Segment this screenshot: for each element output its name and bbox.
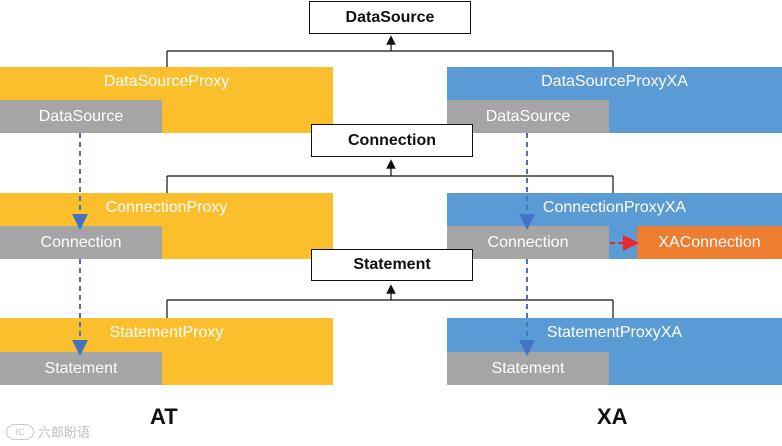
at-datasource-proxy: DataSourceProxy DataSource xyxy=(0,67,333,133)
statement-inheritance-lines xyxy=(166,284,614,318)
at-datasource-proxy-title: DataSourceProxy xyxy=(103,73,230,90)
at-label: AT xyxy=(150,404,178,429)
xa-datasource-inner-label: DataSource xyxy=(485,107,571,125)
at-datasource-inner: DataSource xyxy=(0,100,162,133)
xa-statement-inner: Statement xyxy=(447,352,609,385)
at-connection-proxy: ConnectionProxy Connection xyxy=(0,193,333,259)
statement-interface-box: Statement xyxy=(311,249,473,281)
xa-connection-inner-label: Connection xyxy=(487,233,569,251)
xa-connection-proxy-title: ConnectionProxyXA xyxy=(542,199,687,216)
xa-connection-inner: Connection xyxy=(447,226,609,259)
statement-interface-label: Statement xyxy=(353,256,431,273)
xa-statement-proxy-title: StatementProxyXA xyxy=(546,324,683,341)
xa-statement-inner-label: Statement xyxy=(491,359,565,377)
at-connection-proxy-title: ConnectionProxy xyxy=(105,199,228,216)
xa-datasource-inner: DataSource xyxy=(447,100,609,133)
datasource-inheritance-lines xyxy=(166,35,614,67)
watermark-text: 六郎盼语 xyxy=(38,425,91,440)
xa-statement-proxy: StatementProxyXA Statement xyxy=(447,318,782,385)
at-statement-inner: Statement xyxy=(0,352,162,385)
xa-connection-proxy: ConnectionProxyXA Connection XAConnectio… xyxy=(447,193,782,259)
at-statement-proxy: StatementProxy Statement xyxy=(0,318,333,385)
xa-connection-box: XAConnection xyxy=(637,226,782,259)
datasource-interface-box: DataSource xyxy=(309,1,471,34)
datasource-interface-label: DataSource xyxy=(345,8,435,26)
at-connection-inner: Connection xyxy=(0,226,162,259)
xa-connection-box-label: XAConnection xyxy=(658,233,761,251)
at-connection-inner-label: Connection xyxy=(40,233,122,251)
xa-datasource-proxy-title: DataSourceProxyXA xyxy=(541,73,688,90)
watermark-logo-icon: IC xyxy=(6,423,34,440)
connection-interface-box: Connection xyxy=(311,124,473,157)
at-statement-proxy-title: StatementProxy xyxy=(109,324,224,341)
watermark: IC 六郎盼语 xyxy=(6,422,90,441)
at-statement-inner-label: Statement xyxy=(44,359,118,377)
connection-inheritance-lines xyxy=(166,159,614,193)
xa-label: XA xyxy=(597,404,628,429)
at-datasource-inner-label: DataSource xyxy=(38,107,124,125)
connection-interface-label: Connection xyxy=(348,131,436,149)
xa-datasource-proxy: DataSourceProxyXA DataSource xyxy=(447,67,782,133)
